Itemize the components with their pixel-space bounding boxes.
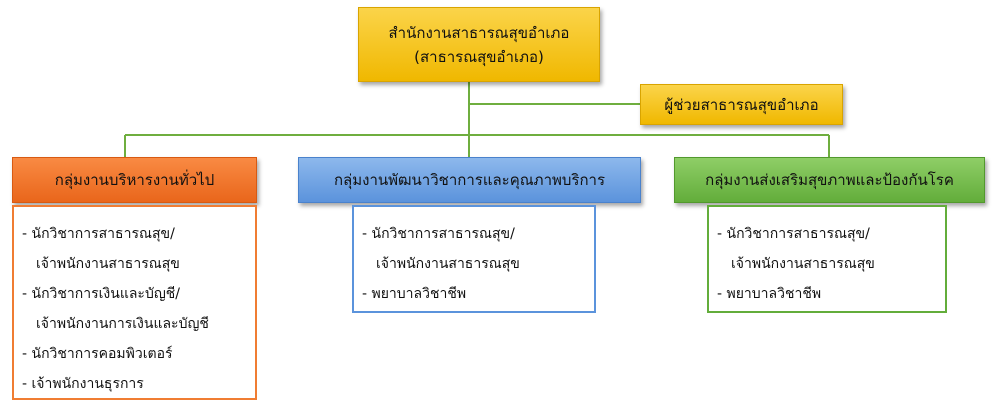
list-item: เจ้าพนักงานการเงินและบัญชี <box>36 316 209 332</box>
group-header-academic-quality: กลุ่มงานพัฒนาวิชาการและคุณภาพบริการ <box>298 157 641 203</box>
list-item: - นักวิชาการสาธารณสุข/ <box>362 226 515 242</box>
list-item: เจ้าพนักงานสาธารณสุข <box>376 256 520 272</box>
district-health-office-subtitle: (สาธารณสุขอำเภอ) <box>414 47 544 66</box>
district-health-office-title: สำนักงานสาธารณสุขอำเภอ <box>388 23 570 42</box>
list-item: - เจ้าพนักงานธุรการ <box>22 376 144 392</box>
list-item: - นักวิชาการสาธารณสุข/ <box>717 226 870 242</box>
list-item: - นักวิชาการเงินและบัญชี/ <box>22 286 180 302</box>
group-header-label: กลุ่มงานพัฒนาวิชาการและคุณภาพบริการ <box>333 171 606 189</box>
group-header-health-promotion: กลุ่มงานส่งเสริมสุขภาพและป้องกันโรค <box>674 157 985 203</box>
assistant-label: ผู้ช่วยสาธารณสุขอำเภอ <box>664 95 819 114</box>
group-header-label: กลุ่มงานส่งเสริมสุขภาพและป้องกันโรค <box>705 171 954 189</box>
group-header-general-admin: กลุ่มงานบริหารงานทั่วไป <box>12 157 257 203</box>
group-list-general-admin: - นักวิชาการสาธารณสุข/ เจ้าพนักงานสาธารณ… <box>12 205 257 400</box>
list-item: - พยาบาลวิชาชีพ <box>362 286 467 302</box>
group-header-label: กลุ่มงานบริหารงานทั่วไป <box>54 171 215 189</box>
group-list-academic-quality: - นักวิชาการสาธารณสุข/ เจ้าพนักงานสาธารณ… <box>352 205 596 313</box>
list-item: - พยาบาลวิชาชีพ <box>717 286 822 302</box>
list-item: - นักวิชาการคอมพิวเตอร์ <box>22 346 173 362</box>
assistant-box: ผู้ช่วยสาธารณสุขอำเภอ <box>640 84 843 125</box>
list-item: - นักวิชาการสาธารณสุข/ <box>22 226 175 242</box>
district-health-office-box: สำนักงานสาธารณสุขอำเภอ (สาธารณสุขอำเภอ) <box>358 7 600 82</box>
list-item: เจ้าพนักงานสาธารณสุข <box>731 256 875 272</box>
list-item: เจ้าพนักงานสาธารณสุข <box>36 256 180 272</box>
group-list-health-promotion: - นักวิชาการสาธารณสุข/ เจ้าพนักงานสาธารณ… <box>707 205 947 313</box>
